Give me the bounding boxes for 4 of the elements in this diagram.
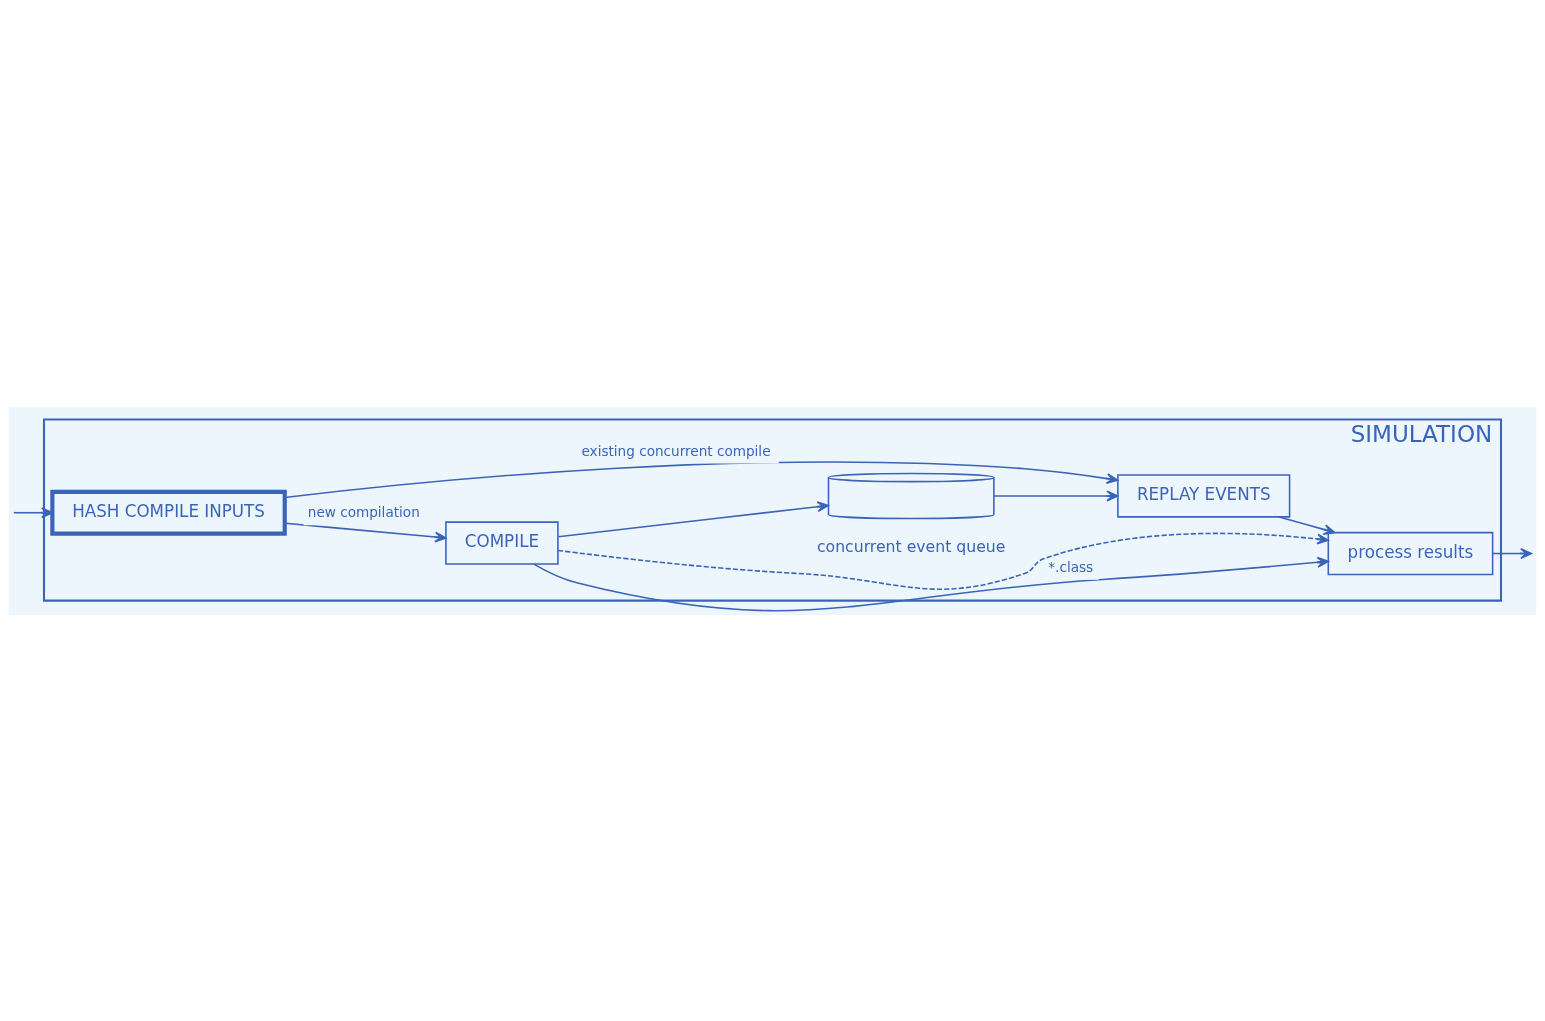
- node-label: concurrent event queue: [816, 536, 1006, 556]
- edge-label: new compilation: [307, 503, 420, 520]
- edge-label: *.class: [1048, 558, 1094, 575]
- edge-label: existing concurrent compile: [581, 442, 771, 459]
